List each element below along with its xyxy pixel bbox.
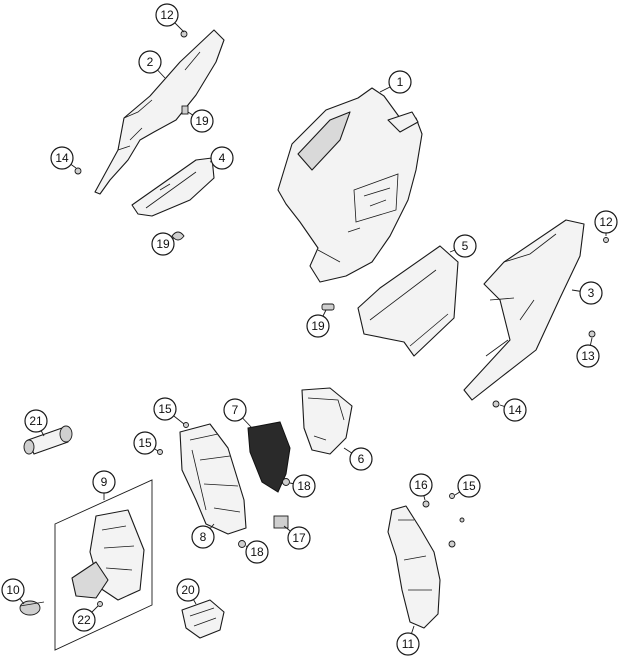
callout-label-2: 2	[147, 55, 154, 69]
part-11-snorkel	[387, 505, 441, 629]
part-10-clamp	[19, 600, 45, 616]
callout-bubble-13: 13	[576, 344, 600, 368]
callout-bubble-4: 4	[210, 146, 234, 170]
callout-bubble-2: 2	[138, 50, 162, 74]
callout-label-9: 9	[101, 475, 108, 489]
hw-15a	[183, 422, 189, 428]
callout-bubble-14a: 14	[50, 146, 74, 170]
callout-label-22: 22	[77, 613, 91, 627]
callout-label-20: 20	[181, 583, 195, 597]
hw-14a	[74, 167, 82, 175]
callout-bubble-12b: 12	[594, 210, 618, 234]
callout-label-7: 7	[232, 403, 239, 417]
hw-19a	[181, 105, 189, 115]
callout-label-11: 11	[402, 637, 415, 651]
callout-label-14a: 14	[55, 151, 69, 165]
callout-label-18b: 18	[250, 545, 264, 559]
callout-label-1: 1	[397, 75, 404, 89]
callout-label-19b: 19	[156, 237, 170, 251]
callout-bubble-22: 22	[72, 608, 96, 632]
callout-bubble-18a: 18	[292, 474, 316, 498]
callout-bubble-17: 17	[287, 526, 311, 550]
callout-label-12a: 12	[160, 8, 174, 22]
callout-bubble-5: 5	[453, 234, 477, 258]
part-7-filter	[247, 421, 291, 493]
callout-bubble-15a: 15	[153, 397, 177, 421]
callout-bubble-9: 9	[92, 470, 116, 494]
hw-12a	[180, 30, 188, 38]
callout-bubble-20: 20	[176, 578, 200, 602]
callout-bubble-15c: 15	[457, 474, 481, 498]
callout-bubble-19b: 19	[151, 232, 175, 256]
callout-label-15b: 15	[138, 436, 152, 450]
callout-label-17: 17	[292, 531, 306, 545]
hw-nut	[448, 540, 456, 548]
part-3-fairing	[463, 219, 585, 401]
hardware	[74, 30, 609, 607]
part-21-sleeve	[23, 425, 73, 455]
part-5-side-panel	[357, 245, 459, 357]
callout-label-18a: 18	[297, 479, 311, 493]
hw-12b	[603, 237, 609, 243]
hw-13	[588, 330, 596, 338]
callout-bubble-1: 1	[388, 70, 412, 94]
callout-label-12b: 12	[599, 215, 613, 229]
hw-18a	[282, 478, 290, 486]
callout-label-21: 21	[29, 414, 43, 428]
part-20-boot	[181, 599, 225, 639]
hw-18b	[238, 540, 246, 548]
hw-19b	[171, 231, 185, 241]
callout-bubble-3: 3	[579, 281, 603, 305]
hw-15b	[157, 449, 163, 455]
callout-bubble-21: 21	[24, 409, 48, 433]
callout-bubble-11: 11	[396, 632, 420, 656]
callout-label-6: 6	[358, 452, 365, 466]
callout-label-19a: 19	[195, 114, 209, 128]
callout-bubble-18b: 18	[245, 540, 269, 564]
part-2-fairing	[94, 29, 225, 195]
hw-19c	[321, 303, 335, 311]
callout-bubble-19c: 19	[306, 314, 330, 338]
part-6-filter-cover	[301, 387, 353, 455]
callout-bubble-19a: 19	[190, 109, 214, 133]
callout-bubble-8: 8	[191, 525, 215, 549]
callout-bubble-6: 6	[349, 447, 373, 471]
hw-17	[273, 515, 289, 529]
hw-14b	[492, 400, 500, 408]
hw-screw	[459, 517, 465, 523]
callout-label-10: 10	[6, 583, 20, 597]
callout-label-15a: 15	[158, 402, 172, 416]
callout-label-16: 16	[414, 478, 428, 492]
callout-bubble-7: 7	[223, 398, 247, 422]
callout-bubble-16: 16	[409, 473, 433, 497]
callout-label-5: 5	[462, 239, 469, 253]
hw-16	[422, 500, 430, 508]
callout-label-4: 4	[219, 151, 226, 165]
hw-22	[97, 601, 103, 607]
hw-15c	[449, 493, 455, 499]
callout-label-3: 3	[588, 286, 595, 300]
callout-label-14b: 14	[508, 403, 522, 417]
callout-label-8: 8	[200, 530, 207, 544]
part-9-assembly	[54, 479, 153, 651]
part-1-airbox	[277, 87, 423, 283]
callout-label-13: 13	[581, 349, 595, 363]
part-8-filter-cage	[179, 423, 247, 535]
callout-label-19c: 19	[311, 319, 325, 333]
callout-bubble-12a: 12	[155, 3, 179, 27]
callout-label-15c: 15	[462, 479, 476, 493]
callout-bubble-15b: 15	[133, 431, 157, 455]
callout-bubble-10: 10	[1, 578, 25, 602]
part-4-cover	[131, 157, 215, 217]
callout-bubble-14b: 14	[503, 398, 527, 422]
